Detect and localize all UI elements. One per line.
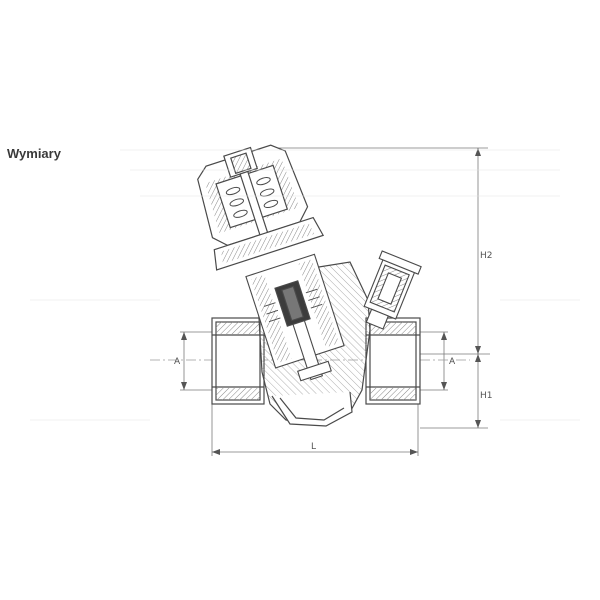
- dimension-arrows: [181, 148, 481, 455]
- dimension-label-a-right: A: [449, 357, 456, 367]
- spring-bonnet: [197, 144, 325, 271]
- scan-noise: [30, 149, 580, 421]
- dimension-label-h2: H2: [480, 251, 493, 261]
- cartridge: [245, 253, 345, 382]
- gauge-port: [363, 250, 422, 330]
- dimension-label-a-left: A: [174, 357, 181, 367]
- page-title: Wymiary: [7, 146, 61, 161]
- dimension-label-h1: H1: [480, 391, 493, 401]
- dimension-label-l: L: [311, 442, 316, 452]
